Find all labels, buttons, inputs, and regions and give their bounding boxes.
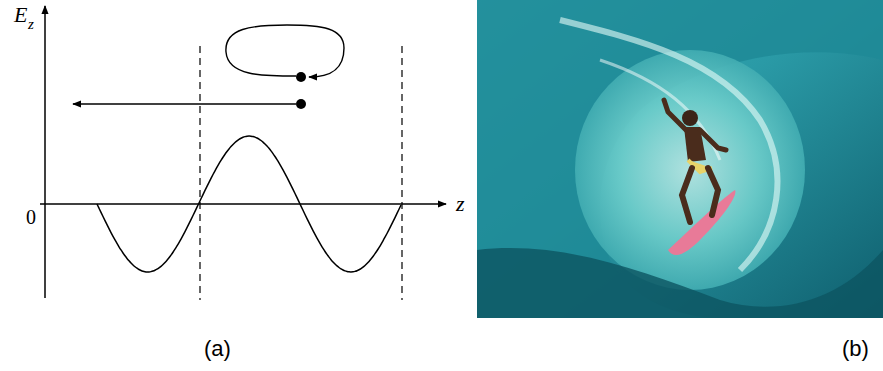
y-axis (44, 6, 46, 298)
dashed-line (401, 46, 402, 300)
loop-trajectory (226, 25, 344, 77)
surfer-photo (477, 0, 883, 318)
z-axis (40, 203, 446, 205)
particle-dot (296, 99, 306, 109)
axis-label: z (456, 193, 465, 215)
axis-subscript: z (28, 17, 34, 32)
panel-label: (b) (842, 338, 869, 360)
particle-dot (296, 72, 306, 82)
dashed-line (199, 46, 200, 300)
escape-arrow (73, 103, 296, 104)
axis-label: E (14, 4, 27, 26)
origin-label: 0 (26, 207, 36, 227)
panel-label: (a) (204, 338, 231, 360)
field-wave (97, 136, 401, 272)
